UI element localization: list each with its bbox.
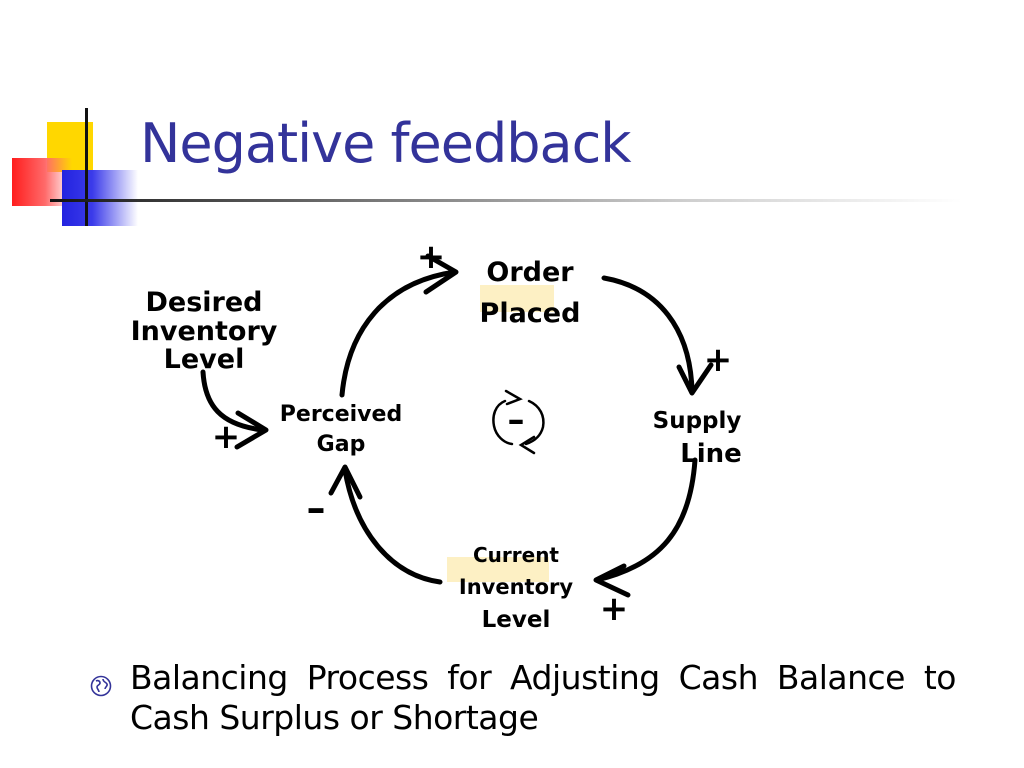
current-inventory-line-3: Level [482,607,551,633]
arrowhead-inventory-to-gap [328,464,363,500]
loop-arrowhead-top [504,389,523,406]
slide-title: Negative feedback [140,112,632,175]
order-placed-line-2: Placed [480,298,581,329]
order-placed-line-1: Order [486,257,574,288]
decor-vertical-line [85,108,88,226]
title-underline [50,199,962,202]
arrow-desired-to-gap [200,369,266,433]
arrowhead-desired-to-gap [234,410,269,450]
desired-inventory-line-2: Inventory [131,316,278,347]
node-perceived-gap: Perceived Gap [280,402,402,457]
arrow-gap-to-order [339,269,458,398]
decor-blue-square [62,170,138,226]
node-order-placed: Order Placed [480,257,581,329]
order-placed-highlight [480,285,554,312]
arrow-supply-to-inventory [594,457,698,583]
polarity-inventory-to-gap: – [307,486,326,530]
node-desired-inventory: Desired Inventory Level [131,287,278,375]
arrow-order-to-supply [601,275,695,393]
loop-arc-left [492,399,514,446]
desired-inventory-line-3: Level [164,344,245,375]
current-inventory-line-2: Inventory [459,575,573,599]
loop-arrowhead-bottom [518,435,536,455]
supply-line-line-1: Supply [653,408,742,434]
node-supply-line: Supply Line [653,408,742,469]
loop-polarity-label: – [508,400,525,440]
current-inventory-highlight [447,557,549,582]
globe-bullet-icon [90,675,112,697]
arrowhead-supply-to-inventory [593,563,631,598]
arrowhead-gap-to-order [423,253,459,295]
perceived-gap-line-2: Gap [317,432,366,457]
arrowhead-order-to-supply [676,362,714,396]
supply-line-line-2: Line [680,439,742,469]
polarity-gap-to-order: + [417,237,446,277]
node-current-inventory: Current Inventory Level [459,543,573,633]
bullet-text: Balancing Process for Adjusting Cash Bal… [130,658,957,737]
polarity-supply-to-inventory: + [600,589,629,629]
polarity-desired-to-gap: + [212,417,241,457]
perceived-gap-line-1: Perceived [280,402,402,427]
current-inventory-line-1: Current [473,543,559,567]
polarity-order-to-supply: + [704,340,733,380]
desired-inventory-line-1: Desired [145,287,262,318]
loop-arc-right [524,399,545,446]
arrow-inventory-to-gap [342,467,443,585]
